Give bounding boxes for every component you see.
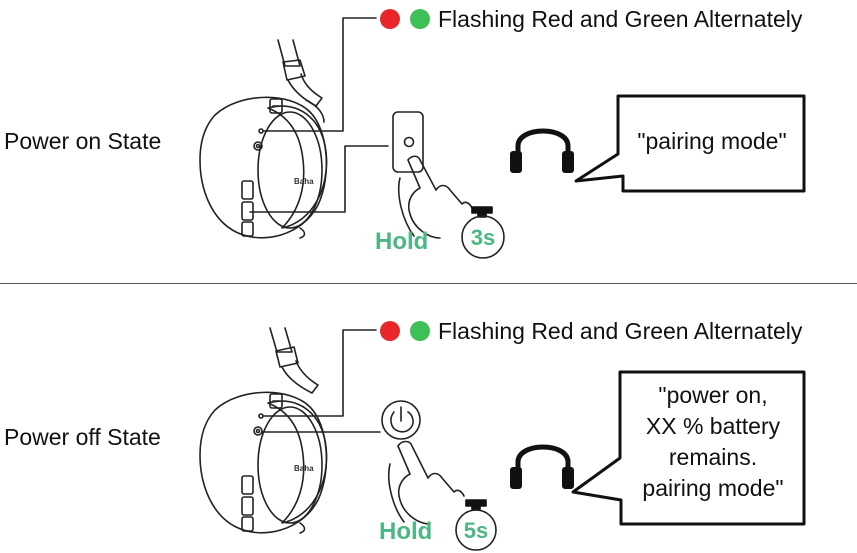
led-red-dot <box>380 9 400 29</box>
svg-text:Baha: Baha <box>294 464 314 473</box>
press-finger-icon <box>388 440 465 525</box>
speech-bubble-icon <box>574 94 806 193</box>
headphones-icon <box>510 444 574 489</box>
headphones-icon <box>510 128 574 173</box>
led-callout-line <box>263 17 377 132</box>
led-status-text: Flashing Red and Green Alternately <box>438 6 803 32</box>
button-closeup <box>392 111 424 173</box>
hold-label: Hold <box>379 518 433 545</box>
voice-prompt-text: "power on, XX % battery remains. pairing… <box>642 382 784 501</box>
section-divider <box>0 283 857 284</box>
button-callout-line <box>249 145 389 213</box>
voice-prompt-text: "pairing mode" <box>637 128 787 154</box>
headphone-earcup-icon: Baha <box>199 39 328 239</box>
timer-duration: 3s <box>470 225 496 250</box>
led-green-dot <box>410 9 430 29</box>
led-status-text: Flashing Red and Green Alternately <box>438 318 803 344</box>
state-label-power-off: Power off State <box>4 424 161 450</box>
hold-label: Hold <box>375 228 429 255</box>
led-red-dot <box>380 321 400 341</box>
state-label-power-on: Power on State <box>4 128 162 154</box>
speech-bubble-icon <box>571 370 806 526</box>
headphone-earcup-icon: Baha <box>199 327 328 534</box>
svg-text:Baha: Baha <box>294 177 314 186</box>
stopwatch-icon <box>461 206 505 259</box>
led-callout-line <box>263 329 377 417</box>
press-finger-icon <box>398 155 473 239</box>
stopwatch-icon <box>455 499 497 551</box>
button-closeup-dot <box>403 136 415 148</box>
power-icon <box>381 400 421 440</box>
led-green-dot <box>410 321 430 341</box>
timer-duration: 5s <box>463 518 489 543</box>
